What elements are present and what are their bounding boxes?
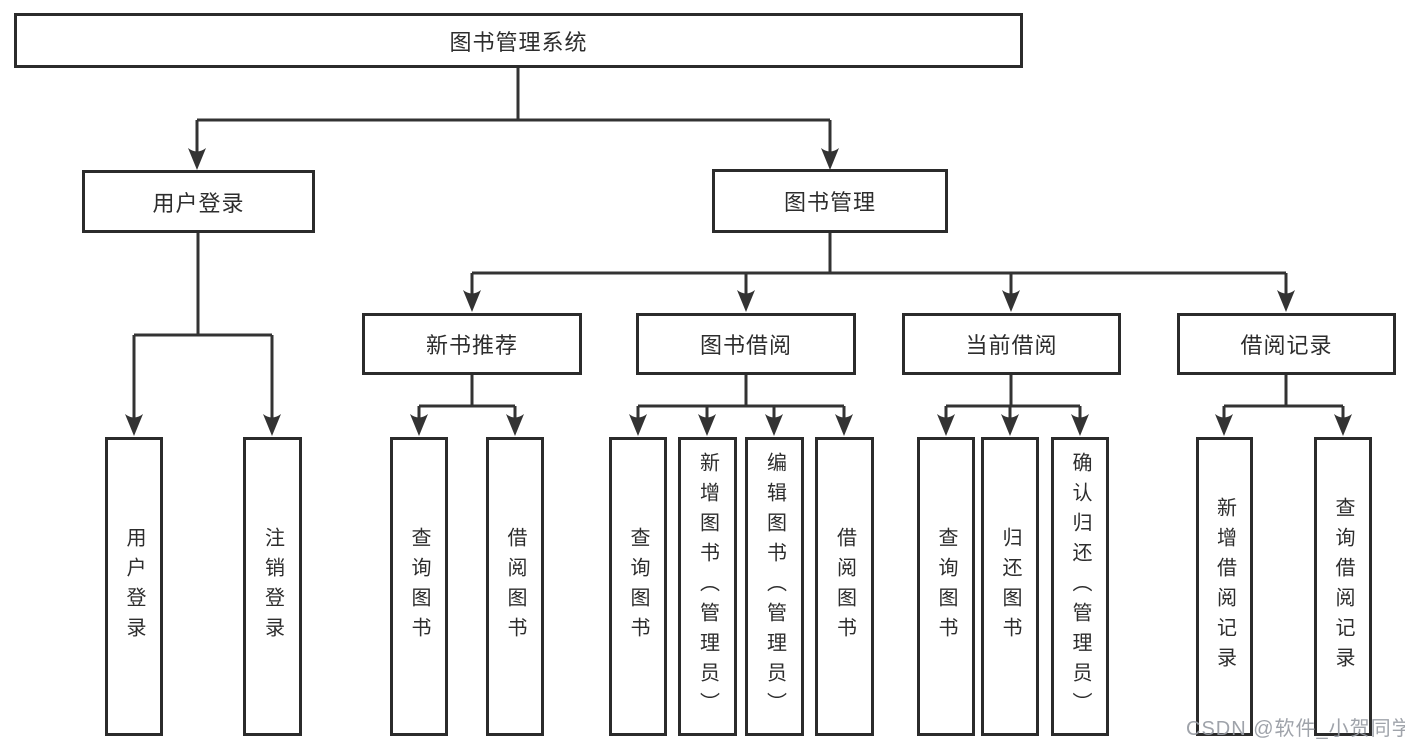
leaf-query-book-current: 查询图书 [917, 437, 975, 736]
node-label: 借阅图书 [504, 526, 526, 647]
node-label: 新增图书（管理员） [696, 451, 719, 722]
csdn-watermark: CSDN @软件_小贺同学 [1186, 718, 1405, 740]
node-label: 查询图书 [935, 526, 957, 647]
node-label: 当前借阅 [965, 333, 1058, 358]
leaf-edit-book-admin: 编辑图书（管理员） [745, 437, 804, 736]
node-label: 注销登录 [261, 526, 284, 647]
node-book-borrow: 图书借阅 [636, 313, 856, 375]
node-label: 归还图书 [999, 526, 1021, 647]
node-library-management-system: 图书管理系统 [14, 13, 1023, 68]
node-label: 用户登录 [123, 526, 145, 647]
leaf-user-login: 用户登录 [105, 437, 163, 736]
node-new-book-recommend: 新书推荐 [362, 313, 582, 375]
leaf-return-book: 归还图书 [981, 437, 1039, 736]
node-user-login: 用户登录 [82, 170, 315, 233]
node-borrow-records: 借阅记录 [1177, 313, 1396, 375]
leaf-query-borrow-record: 查询借阅记录 [1314, 437, 1372, 736]
node-book-management: 图书管理 [712, 169, 948, 233]
leaf-add-borrow-record: 新增借阅记录 [1196, 437, 1253, 736]
leaf-query-book-recommend: 查询图书 [390, 437, 448, 736]
node-label: 借阅记录 [1240, 333, 1333, 358]
node-label: 新书推荐 [425, 333, 518, 358]
leaf-borrow-book-recommend: 借阅图书 [486, 437, 544, 736]
node-label: 查询借阅记录 [1332, 496, 1354, 677]
node-label: 查询图书 [408, 526, 430, 647]
node-label: 编辑图书（管理员） [763, 451, 786, 722]
node-label: 借阅图书 [833, 526, 856, 647]
node-current-borrow: 当前借阅 [902, 313, 1121, 375]
leaf-logout: 注销登录 [243, 437, 302, 736]
leaf-borrow-book: 借阅图书 [815, 437, 874, 736]
node-label: 图书借阅 [699, 333, 792, 358]
leaf-confirm-return-admin: 确认归还（管理员） [1051, 437, 1109, 736]
node-label: 图书管理 [783, 190, 876, 215]
arrowheads [125, 148, 1352, 436]
leaf-add-book-admin: 新增图书（管理员） [678, 437, 737, 736]
leaf-query-book-borrow: 查询图书 [609, 437, 667, 736]
node-label: 确认归还（管理员） [1069, 451, 1091, 722]
node-label: 查询图书 [627, 526, 649, 647]
node-label: 新增借阅记录 [1213, 496, 1236, 677]
node-label: 用户登录 [152, 190, 245, 216]
node-label: 图书管理系统 [449, 29, 588, 55]
